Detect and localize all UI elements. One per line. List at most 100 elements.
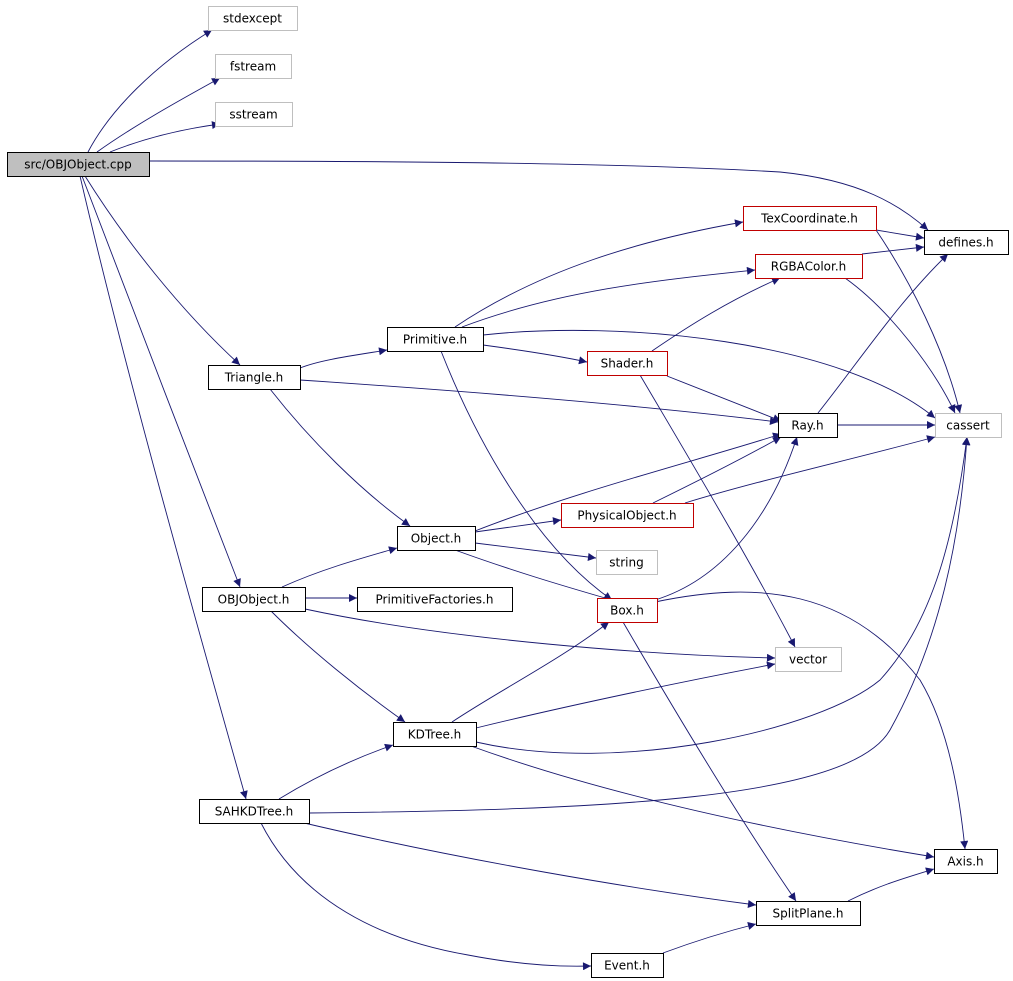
edge-object-h-to-ray-h <box>474 432 782 532</box>
edge-sahkdtree-h-to-cassert <box>308 436 971 814</box>
node-label: SplitPlane.h <box>773 907 844 921</box>
edge-kdtree-h-to-box-h <box>451 621 610 723</box>
node-texcoordinate-h[interactable]: TexCoordinate.h <box>743 206 877 231</box>
node-fstream[interactable]: fstream <box>215 54 292 79</box>
edge-texcoordinate-h-to-cassert <box>875 229 963 414</box>
node-label: Shader.h <box>601 357 654 371</box>
node-box <box>934 849 998 874</box>
edge-primitive-h-to-shader-h <box>482 344 588 365</box>
node-box <box>387 327 484 352</box>
node-label: Box.h <box>610 604 644 618</box>
node-event-h[interactable]: Event.h <box>591 953 664 978</box>
edge-objobject-cpp-to-stdexcept <box>87 29 213 153</box>
node-stdexcept[interactable]: stdexcept <box>208 6 298 31</box>
node-rgbacolor-h[interactable]: RGBAColor.h <box>755 254 863 279</box>
node-triangle-h[interactable]: Triangle.h <box>208 365 301 390</box>
node-vector[interactable]: vector <box>775 647 842 672</box>
node-box <box>597 598 658 623</box>
node-label: PrimitiveFactories.h <box>376 593 494 607</box>
node-label: PhysicalObject.h <box>577 509 676 523</box>
edge-primitive-h-to-rgbacolor-h <box>461 266 756 328</box>
node-label: Object.h <box>411 532 462 546</box>
edge-triangle-h-to-object-h <box>269 388 411 527</box>
node-box <box>775 647 842 672</box>
edge-sahkdtree-h-to-splitplane-h <box>299 821 757 908</box>
node-box <box>935 413 1002 438</box>
node-kdtree-h[interactable]: KDTree.h <box>393 722 477 747</box>
node-primitivefactories-h[interactable]: PrimitiveFactories.h <box>357 587 513 612</box>
node-box <box>924 230 1009 255</box>
node-sstream[interactable]: sstream <box>215 102 293 127</box>
node-ray-h[interactable]: Ray.h <box>778 413 838 438</box>
node-label: stdexcept <box>223 12 282 26</box>
node-physicalobject-h[interactable]: PhysicalObject.h <box>561 503 694 528</box>
edge-kdtree-h-to-cassert <box>475 436 970 754</box>
node-box <box>587 351 668 376</box>
node-box <box>393 722 477 747</box>
node-objobject-h[interactable]: OBJObject.h <box>202 587 306 612</box>
node-string[interactable]: string <box>596 550 658 575</box>
node-label: KDTree.h <box>408 728 462 742</box>
edge-kdtree-h-to-axis-h <box>470 745 935 860</box>
node-label: defines.h <box>938 236 993 250</box>
node-box <box>7 152 150 177</box>
edge-shader-h-to-ray-h <box>666 375 782 422</box>
edge-object-h-to-box-h <box>454 549 613 602</box>
node-primitive-h[interactable]: Primitive.h <box>387 327 484 352</box>
node-label: Ray.h <box>791 419 823 433</box>
edge-objobject-h-to-object-h <box>281 546 398 588</box>
node-label: Axis.h <box>947 855 983 869</box>
edge-texcoordinate-h-to-defines-h <box>875 229 925 241</box>
node-box <box>357 587 513 612</box>
edge-shader-h-to-rgbacolor-h <box>651 277 781 352</box>
edge-physicalobject-h-to-ray-h <box>652 436 782 504</box>
edge-layer <box>79 29 971 971</box>
edge-objobject-cpp-to-defines-h <box>148 160 929 231</box>
node-label: OBJObject.h <box>218 593 290 607</box>
edge-primitive-h-to-cassert <box>482 329 936 419</box>
node-defines-h[interactable]: defines.h <box>924 230 1009 255</box>
edge-physicalobject-h-to-cassert <box>684 435 936 504</box>
node-box <box>208 6 298 31</box>
edge-objobject-h-to-kdtree-h <box>270 610 406 723</box>
edge-triangle-h-to-primitive-h <box>299 347 388 369</box>
node-shader-h[interactable]: Shader.h <box>587 351 668 376</box>
node-splitplane-h[interactable]: SplitPlane.h <box>756 901 861 926</box>
node-sahkdtree-h[interactable]: SAHKDTree.h <box>199 799 310 824</box>
edge-rgbacolor-h-to-cassert <box>844 277 956 414</box>
node-box-h[interactable]: Box.h <box>597 598 658 623</box>
edge-event-h-to-splitplane-h <box>662 922 757 954</box>
node-box <box>208 365 301 390</box>
node-object-h[interactable]: Object.h <box>397 526 476 551</box>
node-box <box>561 503 694 528</box>
node-box <box>199 799 310 824</box>
edge-primitive-h-to-texcoordinate-h <box>454 219 744 328</box>
node-box <box>778 413 838 438</box>
node-box <box>215 102 293 127</box>
node-box <box>743 206 877 231</box>
edge-objobject-h-to-vector <box>304 608 776 662</box>
edge-objobject-cpp-to-sstream <box>109 121 221 153</box>
node-cassert[interactable]: cassert <box>935 413 1002 438</box>
node-label: Primitive.h <box>403 333 467 347</box>
edge-ray-h-to-defines-h <box>817 253 949 414</box>
node-box <box>215 54 292 79</box>
edge-object-h-to-physicalobject-h <box>474 517 562 533</box>
edge-object-h-to-string <box>474 542 597 561</box>
node-layer: src/OBJObject.cppstdexceptfstreamsstream… <box>7 6 1009 978</box>
edge-sahkdtree-h-to-kdtree-h <box>278 743 394 800</box>
node-label: Triangle.h <box>224 371 284 385</box>
node-box <box>756 901 861 926</box>
node-label: string <box>609 556 643 570</box>
node-label: SAHKDTree.h <box>215 805 294 819</box>
edge-box-h-to-splitplane-h <box>622 621 797 902</box>
node-label: Event.h <box>604 959 650 973</box>
edge-box-h-to-ray-h <box>654 436 799 601</box>
node-box <box>755 254 863 279</box>
node-box <box>591 953 664 978</box>
edge-sahkdtree-h-to-event-h <box>260 822 592 971</box>
edge-triangle-h-to-ray-h <box>299 379 779 425</box>
node-axis-h[interactable]: Axis.h <box>934 849 998 874</box>
node-box <box>596 550 658 575</box>
